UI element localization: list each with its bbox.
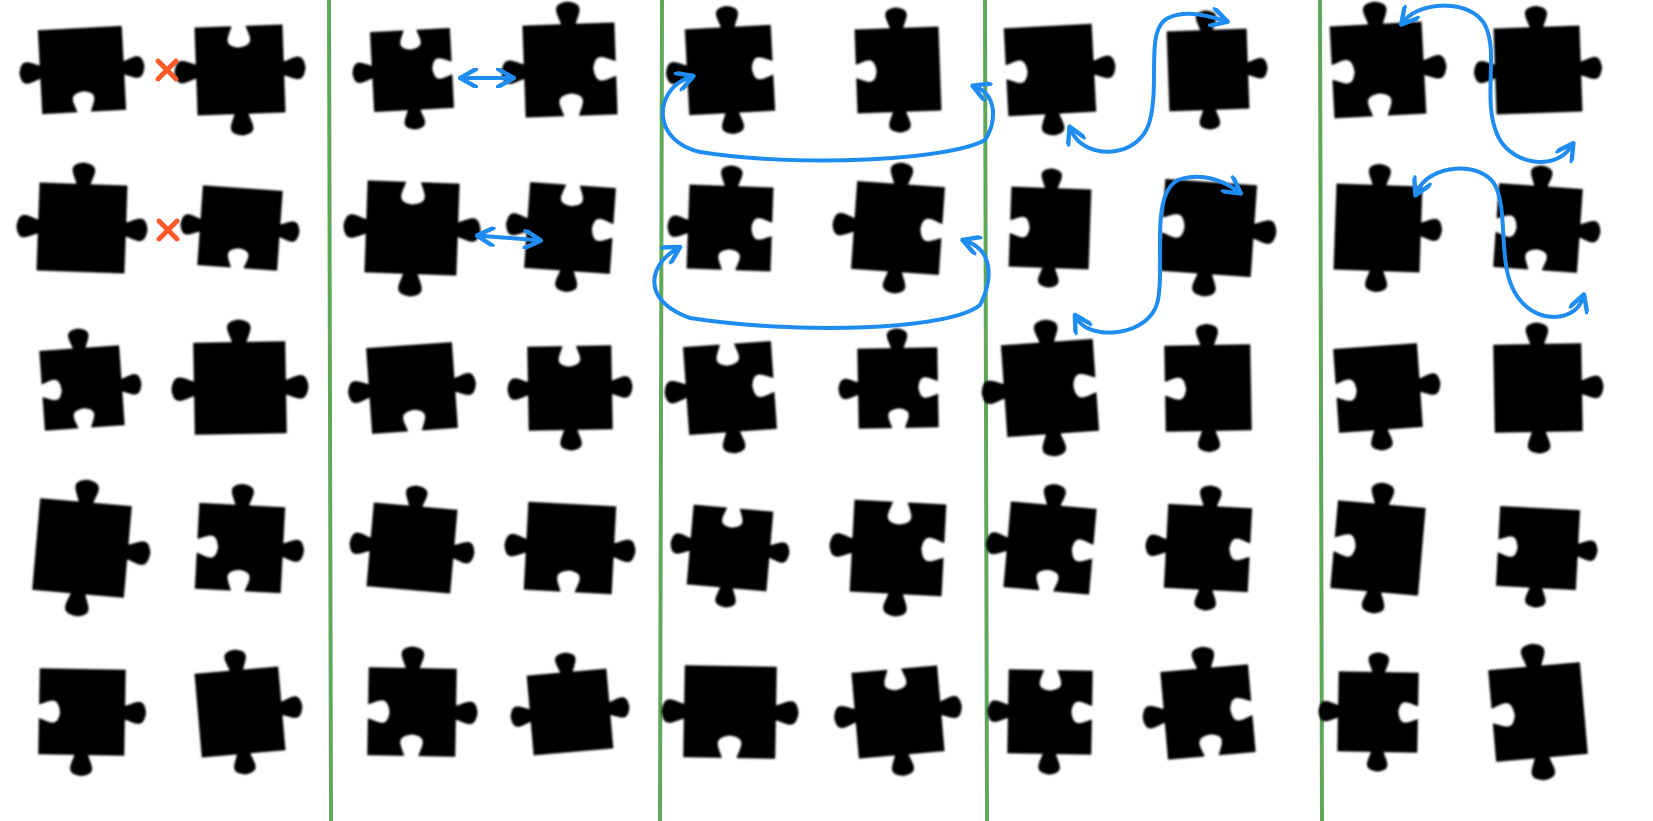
jigsaw-piece-icon [504,501,636,595]
s-curve-arrow-icon [1418,166,1582,319]
jigsaw-piece-icon [1330,482,1426,614]
divider-line [983,0,989,821]
jigsaw-piece-icon [343,180,481,297]
jigsaw-piece-icon [1164,323,1252,453]
jigsaw-piece-icon [352,27,455,130]
jigsaw-piece-icon [1495,505,1598,608]
jigsaw-piece-icon [19,25,145,115]
jigsaw-piece-icon [174,24,306,136]
jigsaw-piece-icon [194,649,303,775]
cross-icon [155,58,179,82]
annotations [155,3,1582,333]
double-arrow-icon [483,236,535,240]
jigsaw-piece-icon [986,484,1097,595]
jigsaw-piece-icon [664,341,777,454]
jigsaw-piece-icon [1318,652,1419,772]
s-curve-arrow-icon [1405,3,1570,164]
cross-icon [156,218,180,242]
jigsaw-piece-icon [829,499,947,617]
jigsaw-piece-icon [1145,485,1253,611]
divider-line [327,0,333,821]
jigsaw-piece-icon [38,668,147,777]
jigsaw-piece-icon [1488,643,1588,781]
jigsaw-piece-icon [666,6,776,134]
jigsaw-piece-icon [838,328,939,429]
jigsaw-piece-icon [1008,168,1092,288]
jigsaw-piece-icon [180,185,300,271]
jigsaw-piece-icon [501,1,618,118]
jigsaw-piece-icon [506,182,616,292]
jigsaw-piece-icon [16,162,148,274]
loop-arrow-icon [660,78,996,163]
jigsaw-piece-icon [510,652,630,756]
jigsaw-piece-icon [367,646,478,757]
jigsaw-piece-icon [1493,322,1604,454]
jigsaw-piece-icon [348,342,476,434]
jigsaw-piece-icon [194,483,305,594]
jigsaw-piece-icon [661,665,799,759]
divider-line [1318,0,1324,821]
jigsaw-piece-icon [349,485,475,594]
jigsaw-piece-icon [1333,343,1441,451]
jigsaw-piece-icon [670,504,790,608]
s-curve-arrow-icon [1078,174,1236,333]
jigsaw-piece-icon [32,479,151,617]
divider-line [658,0,664,821]
jigsaw-piece-icon [834,665,962,776]
loop-arrow-icon [652,242,991,330]
jigsaw-piece-icon [981,319,1100,457]
jigsaw-piece-icon [171,319,309,435]
jigsaw-piece-icon [987,669,1093,775]
s-curve-arrow-icon [1072,14,1222,154]
jigsaw-piece-icon [39,328,142,431]
jigsaw-piece-icon [1142,646,1256,760]
jigsaw-piece-icon [507,345,633,451]
